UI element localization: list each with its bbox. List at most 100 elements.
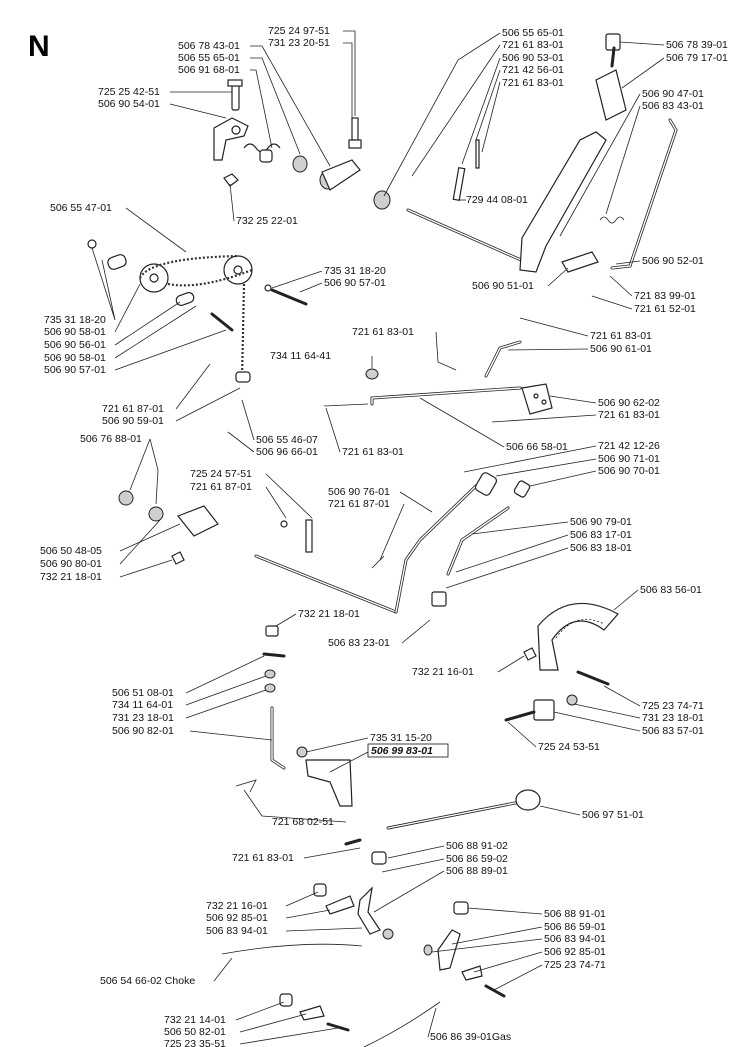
bracket-part [177,505,219,537]
bushing-part [373,190,391,210]
washer-part [566,694,578,706]
part-number-label-highlighted: 506 99 83-01 [371,745,433,757]
chain-part [139,254,239,279]
part-number-label: 731 23 18-01 [642,712,704,724]
part-number-label: 506 96 66-01 [256,446,318,458]
part-number-label: 506 90 82-01 [112,725,174,737]
part-number-label: 506 90 80-01 [40,558,102,570]
pin-part [452,167,466,201]
part-number-label: 732 21 18-01 [298,608,360,620]
part-number-label: 506 50 48-05 [40,545,102,557]
pin-part [270,288,308,306]
part-number-label: 721 61 83-01 [342,446,404,458]
bushing-part [118,490,134,506]
part-number-label: 506 90 53-01 [502,52,564,64]
part-number-label: 506 83 56-01 [640,584,702,596]
lever-part [321,159,361,191]
grip-part [595,69,627,121]
part-number-label: 506 66 58-01 [506,441,568,453]
highlight-box [367,743,449,758]
part-number-label: 721 61 83-01 [352,326,414,338]
part-number-label: 506 90 79-01 [570,516,632,528]
bracket-part [305,759,353,807]
part-number-label: 732 21 16-01 [412,666,474,678]
spring-part [599,216,625,224]
rod-part [270,706,286,770]
part-number-label: 506 90 62-02 [598,397,660,409]
part-number-label: 729 44 08-01 [466,194,528,206]
tensioner-part [235,371,251,383]
part-number-label: 506 76 88-01 [80,433,142,445]
part-number-label: 506 90 76-01 [328,486,390,498]
part-number-label: 721 42 56-01 [502,64,564,76]
part-number-label: 725 23 74-71 [544,959,606,971]
part-number-label: 725 24 57-51 [190,468,252,480]
part-number-label: 506 90 56-01 [44,339,106,351]
part-number-label: 721 61 83-01 [598,409,660,421]
part-number-label: 506 55 46-07 [256,434,318,446]
nut-part [223,173,239,187]
part-number-label: 506 90 51-01 [472,280,534,292]
part-number-label: 721 61 83-01 [232,852,294,864]
nut-part [313,883,327,897]
part-number-label: 506 51 08-01 [112,687,174,699]
part-number-label: 506 86 39-01Gas [430,1031,511,1043]
bolt-part [351,117,359,141]
nut-part [523,647,537,661]
part-number-label: 506 88 91-01 [544,908,606,920]
part-number-label: 506 83 57-01 [642,725,704,737]
nut-part [279,993,293,1007]
part-number-label: 506 83 94-01 [206,925,268,937]
block-part [533,699,555,721]
bolt-part [576,670,610,686]
part-number-label: 506 50 82-01 [164,1026,226,1038]
plate-part [521,383,553,415]
part-number-label: 725 23 35-51 [164,1038,226,1047]
part-number-label: 506 88 91-02 [446,840,508,852]
part-number-label: 735 31 18-20 [324,265,386,277]
clamp-part [461,965,483,981]
fitting-part [371,851,387,865]
part-number-label: 506 92 85-01 [544,946,606,958]
part-number-label: 506 55 65-01 [502,27,564,39]
pin-part [344,838,362,846]
plate-part [561,251,599,273]
part-number-label: 732 21 16-01 [206,900,268,912]
nut-part [265,625,279,637]
part-number-label: 506 90 59-01 [102,415,164,427]
part-number-label: 725 23 74-71 [642,700,704,712]
part-number-label: 506 90 70-01 [598,465,660,477]
part-number-label: 506 83 43-01 [642,100,704,112]
leader-lines [91,30,665,1045]
part-number-label: 506 55 65-01 [178,52,240,64]
washer-part [365,368,379,380]
handle-lever-part [519,131,607,273]
part-number-label: 506 86 59-02 [446,853,508,865]
section-letter: N [28,30,50,63]
part-number-label: 506 90 61-01 [590,343,652,355]
part-number-label: 734 11 64-01 [112,699,173,711]
part-number-label: 732 21 14-01 [164,1014,226,1026]
part-number-label: 506 90 58-01 [44,352,106,364]
pin-part [210,312,234,332]
part-number-label: 721 61 83-01 [502,77,564,89]
choke-cable-part [221,943,363,955]
bushing-part [292,155,308,173]
clamp-part [325,895,355,915]
washer-part [296,746,308,758]
part-number-label: 506 86 59-01 [544,921,606,933]
part-number-label: 506 90 57-01 [324,277,386,289]
bolt-part [504,710,536,722]
part-number-label: 506 88 89-01 [446,865,508,877]
lever-part [357,886,381,935]
part-number-label: 731 23 20-51 [268,37,330,49]
bolt-head-part [227,79,243,87]
part-number-label: 506 90 52-01 [642,255,704,267]
nut-part [171,551,185,565]
part-number-label: 721 61 83-01 [502,39,564,51]
part-number-label: 731 23 18-01 [112,712,174,724]
part-number-label: 506 83 94-01 [544,933,606,945]
part-number-label: 506 91 68-01 [178,64,240,76]
part-number-label: 506 90 47-01 [642,88,704,100]
